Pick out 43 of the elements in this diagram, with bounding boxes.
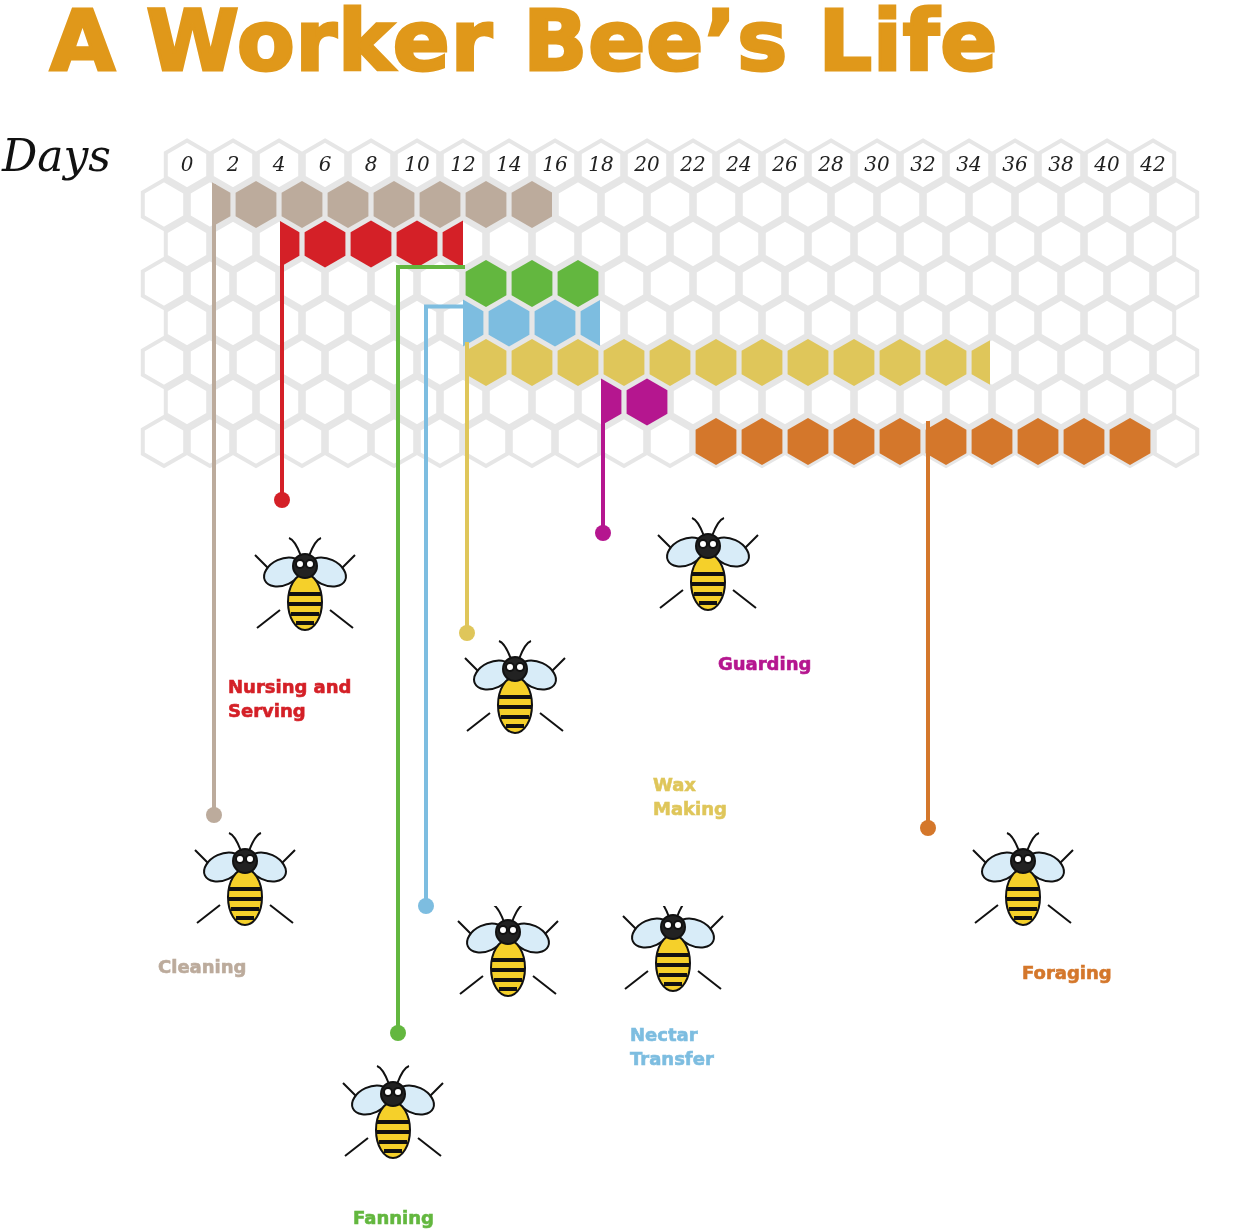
leader-line (459, 342, 475, 641)
tick-label: 34 (955, 152, 983, 176)
task-bar (465, 260, 599, 307)
leader-line (390, 265, 465, 1041)
tick-label: 18 (587, 152, 615, 176)
tick-label: 4 (271, 152, 287, 176)
tick-label: 0 (179, 152, 195, 176)
task-bar (212, 181, 552, 228)
task-label: Foraging (1022, 961, 1113, 985)
tick-label: 32 (909, 152, 937, 176)
leader-line (920, 421, 936, 836)
tick-label: 12 (449, 152, 477, 176)
tick-label: 22 (679, 152, 707, 176)
tick-label: 26 (771, 152, 799, 176)
axis-label: Days (2, 130, 111, 181)
tick-label: 40 (1093, 152, 1121, 176)
tick-label: 14 (495, 152, 523, 176)
tick-label: 24 (725, 152, 753, 176)
tick-label: 38 (1047, 152, 1075, 176)
tick-label: 20 (633, 152, 661, 176)
leader-line (206, 184, 222, 823)
tick-label: 30 (863, 152, 891, 176)
tick-label: 6 (317, 152, 333, 176)
task-label: Cleaning (158, 955, 248, 979)
task-bar (601, 378, 668, 426)
tick-label: 36 (1001, 152, 1029, 176)
tick-label: 28 (817, 152, 845, 176)
title: A Worker Bee’s Life (50, 0, 999, 90)
task-bar (280, 220, 463, 268)
leader-line (274, 223, 290, 508)
tick-label: 8 (363, 152, 379, 176)
task-label: Wax Making (653, 773, 728, 821)
task-label: Guarding (718, 652, 813, 676)
task-bar (463, 299, 600, 347)
tick-label: 16 (541, 152, 569, 176)
task-bar (695, 418, 1151, 465)
tick-label: 42 (1139, 152, 1167, 176)
task-label: Nursing and Serving (228, 675, 353, 723)
tick-label: 2 (225, 152, 241, 176)
task-label: Fanning (353, 1206, 435, 1230)
tick-label: 10 (403, 152, 431, 176)
task-label: Nectar Transfer (630, 1023, 715, 1071)
leader-line (418, 304, 463, 914)
